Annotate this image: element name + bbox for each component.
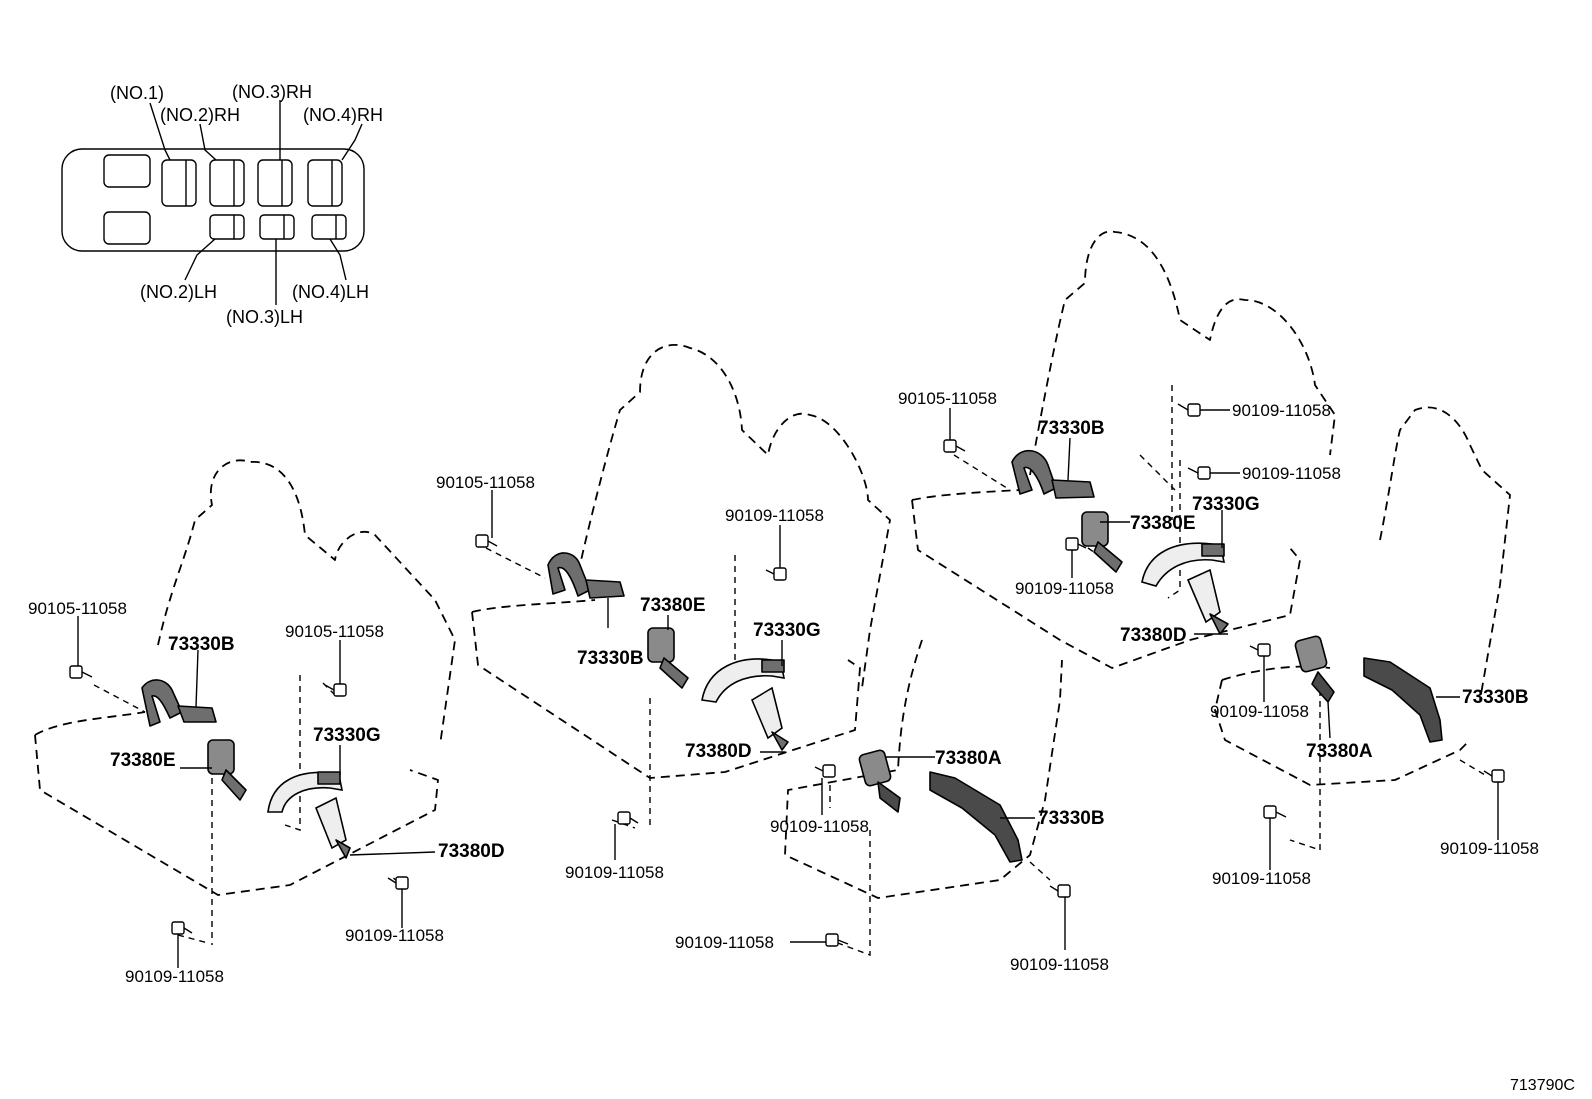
callout-s3-bolt-6: 90109-11058 bbox=[1212, 869, 1311, 888]
legend-label-no2-rh: (NO.2)RH bbox=[160, 105, 240, 125]
seat-no2-lh bbox=[209, 214, 245, 240]
callout-s3-bolt-4: 90109-11058 bbox=[1015, 579, 1114, 598]
bolt-s2-d bbox=[814, 764, 836, 778]
callout-s1-bolt-2: 90105-11058 bbox=[285, 622, 384, 641]
callout-s2-strap-73330g: 73330G bbox=[753, 620, 821, 641]
callout-s2-bolt-6: 90109-11058 bbox=[1010, 955, 1109, 974]
callout-s3-bolt-3: 90109-11058 bbox=[1242, 464, 1341, 483]
legend-label-no3-lh: (NO.3)LH bbox=[226, 307, 303, 327]
belt-73330b-seat1 bbox=[141, 679, 217, 727]
seat-assembly-2: 90105-11058 90109-11058 73380E 73330G 73… bbox=[436, 343, 1109, 974]
bolt-s2-c bbox=[617, 811, 639, 825]
bolt-s1-a bbox=[69, 665, 93, 679]
legend-label-no3-rh: (NO.3)RH bbox=[232, 82, 312, 102]
seat-no1 bbox=[161, 159, 197, 207]
buckle-73380e-seat2 bbox=[647, 627, 689, 689]
callout-s2-buckle-73380a: 73380A bbox=[935, 748, 1002, 769]
callout-s3-buckle-73380e: 73380E bbox=[1130, 513, 1196, 534]
callout-s1-bolt-4: 90109-11058 bbox=[125, 967, 224, 986]
bolt-s2-b bbox=[765, 567, 787, 581]
bolt-s2-f bbox=[1049, 884, 1071, 898]
bolt-s3-d bbox=[1065, 537, 1087, 551]
buckle-73380e-seat1 bbox=[207, 739, 247, 801]
legend-label-no4-lh: (NO.4)LH bbox=[292, 282, 369, 302]
callout-s3-belt-73330b-upper: 73330B bbox=[1038, 418, 1105, 439]
callout-s2-buckle-73380d: 73380D bbox=[685, 741, 752, 762]
seat-assembly-3: 90105-11058 73330B 90109-11058 90109-110… bbox=[898, 230, 1539, 888]
bolt-s2-a bbox=[475, 534, 498, 548]
illustration-code: 713790C bbox=[1510, 1077, 1575, 1094]
bolt-s3-f bbox=[1263, 805, 1287, 819]
buckle-73380a-seat2 bbox=[858, 749, 901, 813]
buckle-73380e-seat3 bbox=[1081, 511, 1123, 573]
bolt-s3-b bbox=[1177, 403, 1201, 417]
buckle-73380d-seat1 bbox=[314, 796, 351, 859]
callout-s2-bolt-3: 90109-11058 bbox=[770, 817, 869, 836]
bolt-s3-e bbox=[1249, 643, 1271, 657]
callout-s3-belt-73330b-lower: 73330B bbox=[1462, 687, 1529, 708]
buckle-73380d-seat2 bbox=[750, 686, 789, 751]
callout-s2-bolt-1: 90105-11058 bbox=[436, 473, 535, 492]
bolt-s1-d bbox=[171, 921, 193, 935]
callout-s1-buckle-73380e: 73380E bbox=[110, 750, 176, 771]
bolt-s3-g bbox=[1483, 769, 1505, 783]
callout-s1-belt-73330b: 73330B bbox=[168, 634, 235, 655]
callout-s3-strap-73330g: 73330G bbox=[1192, 494, 1260, 515]
seat-no4-lh bbox=[311, 214, 347, 240]
seat-no2-rh bbox=[209, 159, 245, 207]
callout-s2-bolt-2: 90109-11058 bbox=[725, 506, 824, 525]
strap-73330g-seat3 bbox=[1141, 542, 1226, 587]
bolt-s1-b bbox=[324, 683, 347, 697]
buckle-73380d-seat3 bbox=[1186, 568, 1229, 635]
callout-s1-buckle-73380d: 73380D bbox=[438, 841, 505, 862]
seat-no3-rh bbox=[257, 159, 293, 207]
seat-front-lh bbox=[103, 211, 151, 245]
callout-s2-belt-73330b-upper: 73330B bbox=[577, 648, 644, 669]
callout-s3-bolt-1: 90105-11058 bbox=[898, 389, 997, 408]
callout-s3-bolt-5: 90109-11058 bbox=[1210, 702, 1309, 721]
callout-s1-bolt-3: 90109-11058 bbox=[345, 926, 444, 945]
callout-s2-belt-73330b-lower: 73330B bbox=[1038, 808, 1105, 829]
belt-73330b-seat3-upper bbox=[1011, 449, 1095, 499]
bolt-s2-e bbox=[825, 933, 849, 947]
bolt-s1-c bbox=[387, 876, 409, 890]
seat-assembly-1: 90105-11058 73330B 90105-11058 73330G 73… bbox=[28, 459, 505, 986]
callout-s1-bolt-1: 90105-11058 bbox=[28, 599, 127, 618]
belt-73330b-seat2-upper bbox=[547, 552, 625, 599]
bolt-s3-c bbox=[1187, 466, 1211, 480]
belt-73330b-seat2-lower bbox=[929, 771, 1023, 863]
legend-label-no2-lh: (NO.2)LH bbox=[140, 282, 217, 302]
callout-s3-bolt-7: 90109-11058 bbox=[1440, 839, 1539, 858]
strap-73330g-seat1 bbox=[267, 771, 344, 813]
callout-s3-buckle-73380d: 73380D bbox=[1120, 625, 1187, 646]
legend-label-no4-rh: (NO.4)RH bbox=[303, 105, 383, 125]
seat-no4-rh bbox=[307, 159, 343, 207]
belt-73330b-seat3-lower bbox=[1363, 657, 1443, 743]
callout-s2-buckle-73380e: 73380E bbox=[640, 595, 706, 616]
seat-front-rh bbox=[103, 154, 151, 188]
strap-73330g-seat2 bbox=[701, 658, 786, 703]
callout-s3-bolt-2: 90109-11058 bbox=[1232, 401, 1331, 420]
vehicle-outline bbox=[61, 148, 365, 252]
seat-no3-lh bbox=[259, 214, 295, 240]
seating-position-map: (NO.1) (NO.2)RH (NO.3)RH (NO.4)RH (NO.2)… bbox=[61, 82, 383, 327]
buckle-73380a-seat3 bbox=[1294, 635, 1335, 703]
callout-s2-bolt-4: 90109-11058 bbox=[565, 863, 664, 882]
callout-s3-buckle-73380a: 73380A bbox=[1306, 741, 1373, 762]
callout-s1-strap-73330g: 73330G bbox=[313, 725, 381, 746]
callout-s2-bolt-5: 90109-11058 bbox=[675, 933, 774, 952]
legend-label-no1: (NO.1) bbox=[110, 83, 164, 103]
bolt-s3-a bbox=[943, 439, 966, 453]
